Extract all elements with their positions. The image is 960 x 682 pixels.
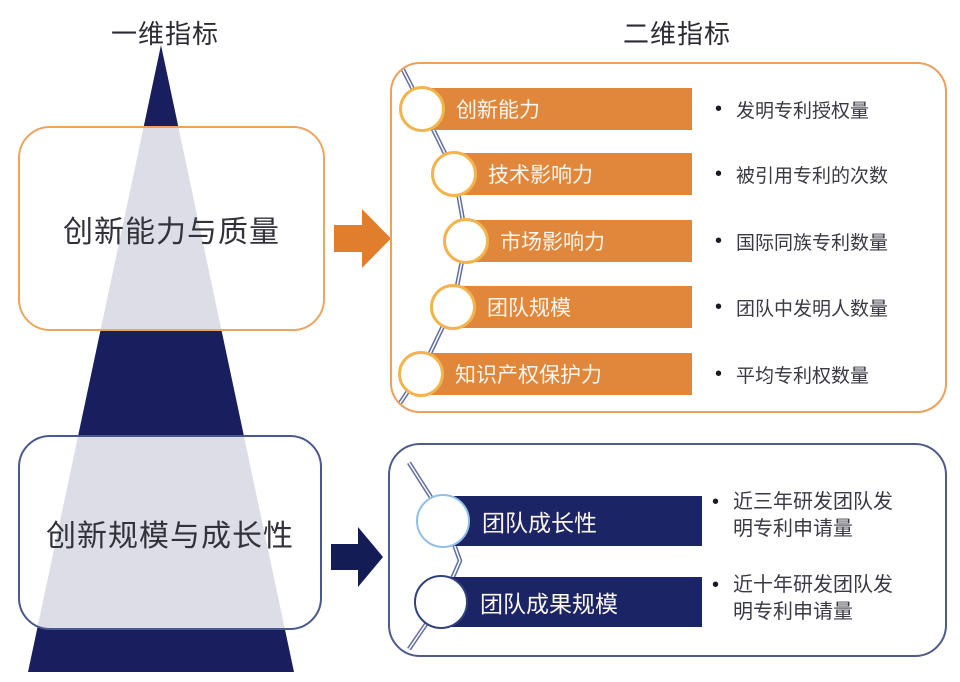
indicator-bar-label: 知识产权保护力 [455, 364, 602, 387]
node-circle [430, 284, 476, 330]
metric-desc-granted-patents: • 发明专利授权量 [715, 97, 870, 122]
bullet-icon: • [712, 574, 720, 596]
bullet-icon: • [715, 362, 723, 385]
dimension-box-quality-label: 创新能力与质量 [63, 215, 280, 249]
bullet-icon: • [712, 491, 720, 513]
indicator-bar-label: 团队成果规模 [480, 591, 618, 617]
metric-desc-10yr-applications: • 近十年研发团队发明专利申请量 [712, 574, 894, 623]
indicator-bar-label: 市场影响力 [500, 231, 605, 254]
indicator-bar-team-output-scale: 团队成果规模 [440, 577, 702, 627]
indicator-bar-label: 团队规模 [487, 297, 571, 320]
metric-desc-average-patent-rights: • 平均专利权数量 [715, 362, 870, 387]
indicator-bar-label: 团队成长性 [482, 510, 597, 536]
right-arrow-orange-icon [334, 209, 391, 268]
indicator-bar-market-influence: 市场影响力 [466, 220, 692, 262]
right-arrow-navy-icon [331, 527, 383, 587]
indicator-bar-team-size: 团队规模 [453, 286, 692, 328]
left-column-title: 一维指标 [110, 19, 219, 49]
panel-innovation-quality: 创新能力 技术影响力 市场影响力 团队规模 知识产权保护力 • 发明专利授权量 … [390, 62, 947, 413]
indicator-bar-technical-influence: 技术影响力 [454, 153, 692, 195]
bullet-icon: • [715, 295, 723, 318]
node-circle [431, 151, 477, 197]
metric-desc-3yr-applications: • 近三年研发团队发明专利申请量 [712, 491, 894, 540]
panel-scale-growth: 团队成长性 团队成果规模 • 近三年研发团队发明专利申请量 • 近十年研发团队发… [388, 443, 947, 657]
node-circle [443, 218, 489, 264]
bullet-icon: • [715, 162, 723, 185]
bullet-icon: • [715, 229, 723, 252]
bullet-icon: • [715, 97, 723, 120]
dimension-box-quality: 创新能力与质量 [18, 126, 325, 331]
indicator-bar-label: 技术影响力 [488, 164, 593, 187]
node-circle [398, 351, 444, 397]
node-circle [399, 86, 445, 132]
metric-desc-family-patents: • 国际同族专利数量 [715, 229, 889, 254]
dimension-box-growth: 创新规模与成长性 [18, 435, 322, 630]
dimension-box-growth-label: 创新规模与成长性 [46, 519, 294, 553]
indicator-bar-innovation-capability: 创新能力 [422, 88, 692, 130]
metric-desc-inventor-count: • 团队中发明人数量 [715, 295, 889, 320]
node-circle [416, 494, 470, 548]
metric-desc-cited-patents: • 被引用专利的次数 [715, 162, 889, 187]
node-circle [414, 575, 468, 629]
indicator-bar-team-growth: 团队成长性 [442, 496, 702, 546]
right-column-title: 二维指标 [622, 19, 731, 49]
indicator-bar-label: 创新能力 [456, 99, 540, 122]
indicator-bar-ip-protection: 知识产权保护力 [421, 353, 692, 395]
